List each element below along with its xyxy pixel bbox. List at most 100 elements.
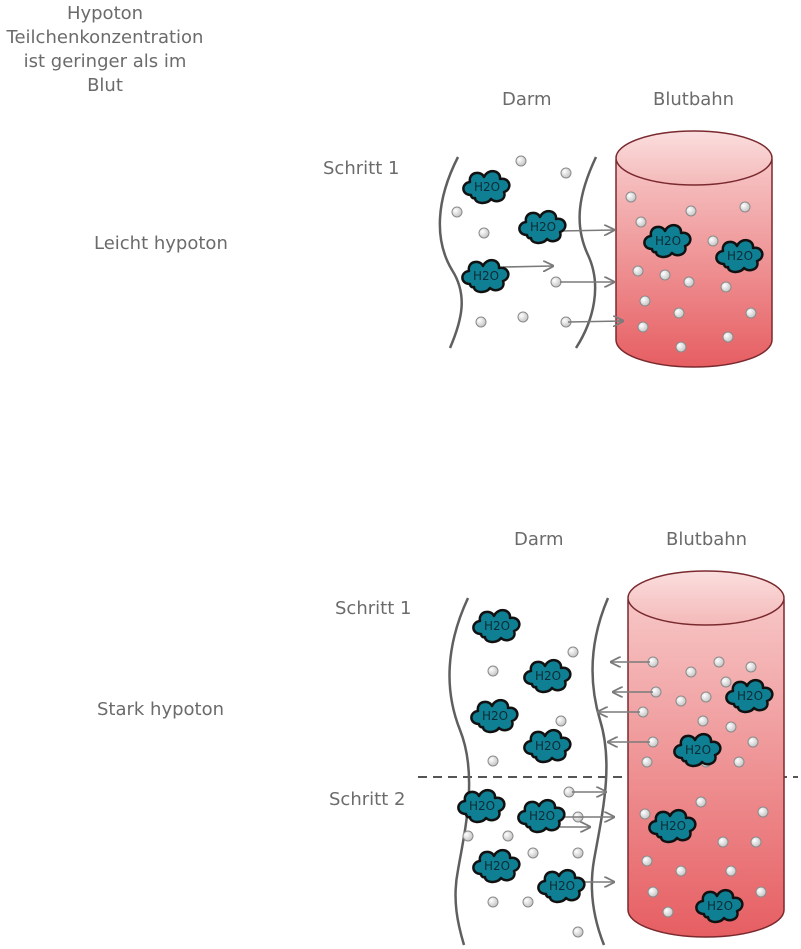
flow-arrows [502,230,623,322]
particle [527,847,539,859]
molecule-label: H2O [469,799,495,813]
molecule-label: H2O [685,743,711,757]
water-molecule-icon: H2O [472,848,521,884]
water-molecule-icon: H2O [472,608,521,644]
water-molecule-icon: H2O [461,258,510,294]
particle [625,191,637,203]
particle [637,321,649,333]
water-molecule-icon: H2O [517,798,566,834]
particle [659,269,671,281]
molecule-label: H2O [535,669,561,683]
water-molecule-icon: H2O [648,808,697,844]
molecule-label: H2O [707,899,733,913]
intestine-wall-left [448,597,471,946]
molecule-label: H2O [727,249,753,263]
particle [632,265,644,277]
arrow-right [502,266,553,267]
water-molecule-icon: H2O [457,788,506,824]
flow-arrows-step-1 [598,662,653,742]
panel-stark-hypoton: Stark hypoton Darm Blutbahn Schritt 1 Sc… [97,529,798,946]
water-molecule-icon: H2O [725,678,774,714]
label-darm: Darm [502,89,552,110]
particle [487,755,499,767]
particle [750,836,762,848]
particle [451,206,463,218]
particle [675,695,687,707]
particle [641,855,653,867]
molecule-label: H2O [473,269,499,283]
molecule-label: H2O [535,739,561,753]
caption-line-4: Blut [87,75,123,96]
arrow-right [567,321,623,322]
molecule-label: H2O [474,180,500,194]
particle [717,836,729,848]
label-step-2: Schritt 2 [329,789,405,810]
particle [713,656,725,668]
particle [725,721,737,733]
particle [555,715,567,727]
particle [757,806,769,818]
particle [747,736,759,748]
molecule-label: H2O [482,709,508,723]
molecule-label: H2O [737,689,763,703]
particle [745,307,757,319]
particle [487,665,499,677]
particle [707,235,719,247]
molecule-label: H2O [529,809,555,823]
caption: Hypoton Teilchenkonzentration ist gering… [0,2,210,98]
caption-line-2: Teilchenkonzentration [6,27,204,48]
particle [572,926,584,938]
water-molecule-icon: H2O [462,169,511,205]
particle [720,676,732,688]
water-molecules: H2O H2O H2O H2O H2O H2O [457,608,774,924]
intestine-particles [462,646,584,938]
particle [475,316,487,328]
particle [697,715,709,727]
arrow-right [559,230,614,231]
intestine-wall-right [574,156,598,349]
water-molecule-icon: H2O [523,728,572,764]
particle [683,276,695,288]
particle [639,808,651,820]
particle [550,276,562,288]
intestine-wall-left [438,156,463,349]
particle [478,227,490,239]
water-molecule-icon: H2O [470,698,519,734]
particle [639,295,651,307]
intestine-wall-right [590,597,610,946]
particle [662,906,674,918]
label-darm: Darm [514,529,564,550]
caption-line-1: Hypoton [66,3,144,24]
label-step-1: Schritt 1 [323,158,399,179]
particle [641,756,653,768]
particle [487,896,499,908]
particle [755,886,767,898]
particle [647,886,659,898]
water-molecule-icon: H2O [643,223,692,259]
particle [725,865,737,877]
particle [685,205,697,217]
particle [685,666,697,678]
particle [502,830,514,842]
panel-title: Leicht hypoton [94,233,228,254]
particle [515,155,527,167]
water-molecule-icon: H2O [518,209,567,245]
water-molecule-icon: H2O [523,658,572,694]
particle [700,691,712,703]
water-molecule-icon: H2O [695,888,744,924]
molecule-label: H2O [655,234,681,248]
particle [675,865,687,877]
panel-leicht-hypoton: Leicht hypoton Darm Blutbahn Schritt 1 [94,89,773,368]
particle [745,661,757,673]
molecule-label: H2O [660,819,686,833]
particle [517,311,529,323]
blood-vessel [615,130,773,368]
panel-title: Stark hypoton [97,699,224,720]
particle [572,847,584,859]
particle [673,307,685,319]
blood-particles [625,191,757,353]
water-molecule-icon: H2O [715,238,764,274]
particle [695,796,707,808]
particle [675,341,687,353]
molecule-label: H2O [484,859,510,873]
